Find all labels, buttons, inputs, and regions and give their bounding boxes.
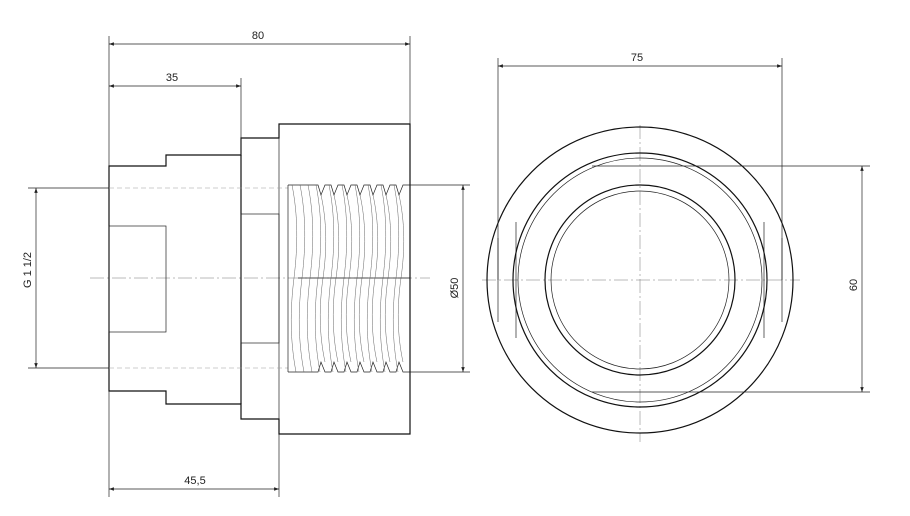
dim-outer-diameter: 75 [497,52,783,280]
thread-helix [291,184,404,373]
dim-left-section-label: 35 [166,72,178,84]
thread-crest-bottom [288,360,410,373]
bore-inner-circle [550,190,730,370]
dim-overall-length: 80 [108,30,411,166]
side-view: 80 35 45,5 G 1 1/2 Ø50 [22,30,470,497]
side-view-outline-bottom [108,278,411,435]
dim-overall-length-label: 80 [252,30,264,42]
dim-female-thread-label: Ø50 [449,278,461,299]
dim-outer-diameter-label: 75 [631,52,643,64]
dim-hex-section: 45,5 [108,391,280,497]
bore-outer-circle [544,184,736,376]
dim-male-thread-label: G 1 1/2 [22,252,34,288]
left-bore [108,225,167,333]
side-view-outline-top [108,123,411,278]
end-view: 75 60 [482,52,870,442]
dim-hex-across-flats-label: 60 [848,279,860,291]
dim-male-thread: G 1 1/2 [22,187,109,369]
thread-crest-top [288,184,410,197]
dim-female-thread: Ø50 [410,184,470,373]
thread-minor-circle [517,157,763,403]
dim-left-section: 35 [109,72,242,155]
female-thread [287,184,410,373]
center-recess [240,213,280,344]
thread-major-circle [512,152,768,408]
dim-hex-across-flats: 60 [688,165,870,393]
outer-circle [486,126,794,434]
dim-hex-section-label: 45,5 [184,475,205,487]
